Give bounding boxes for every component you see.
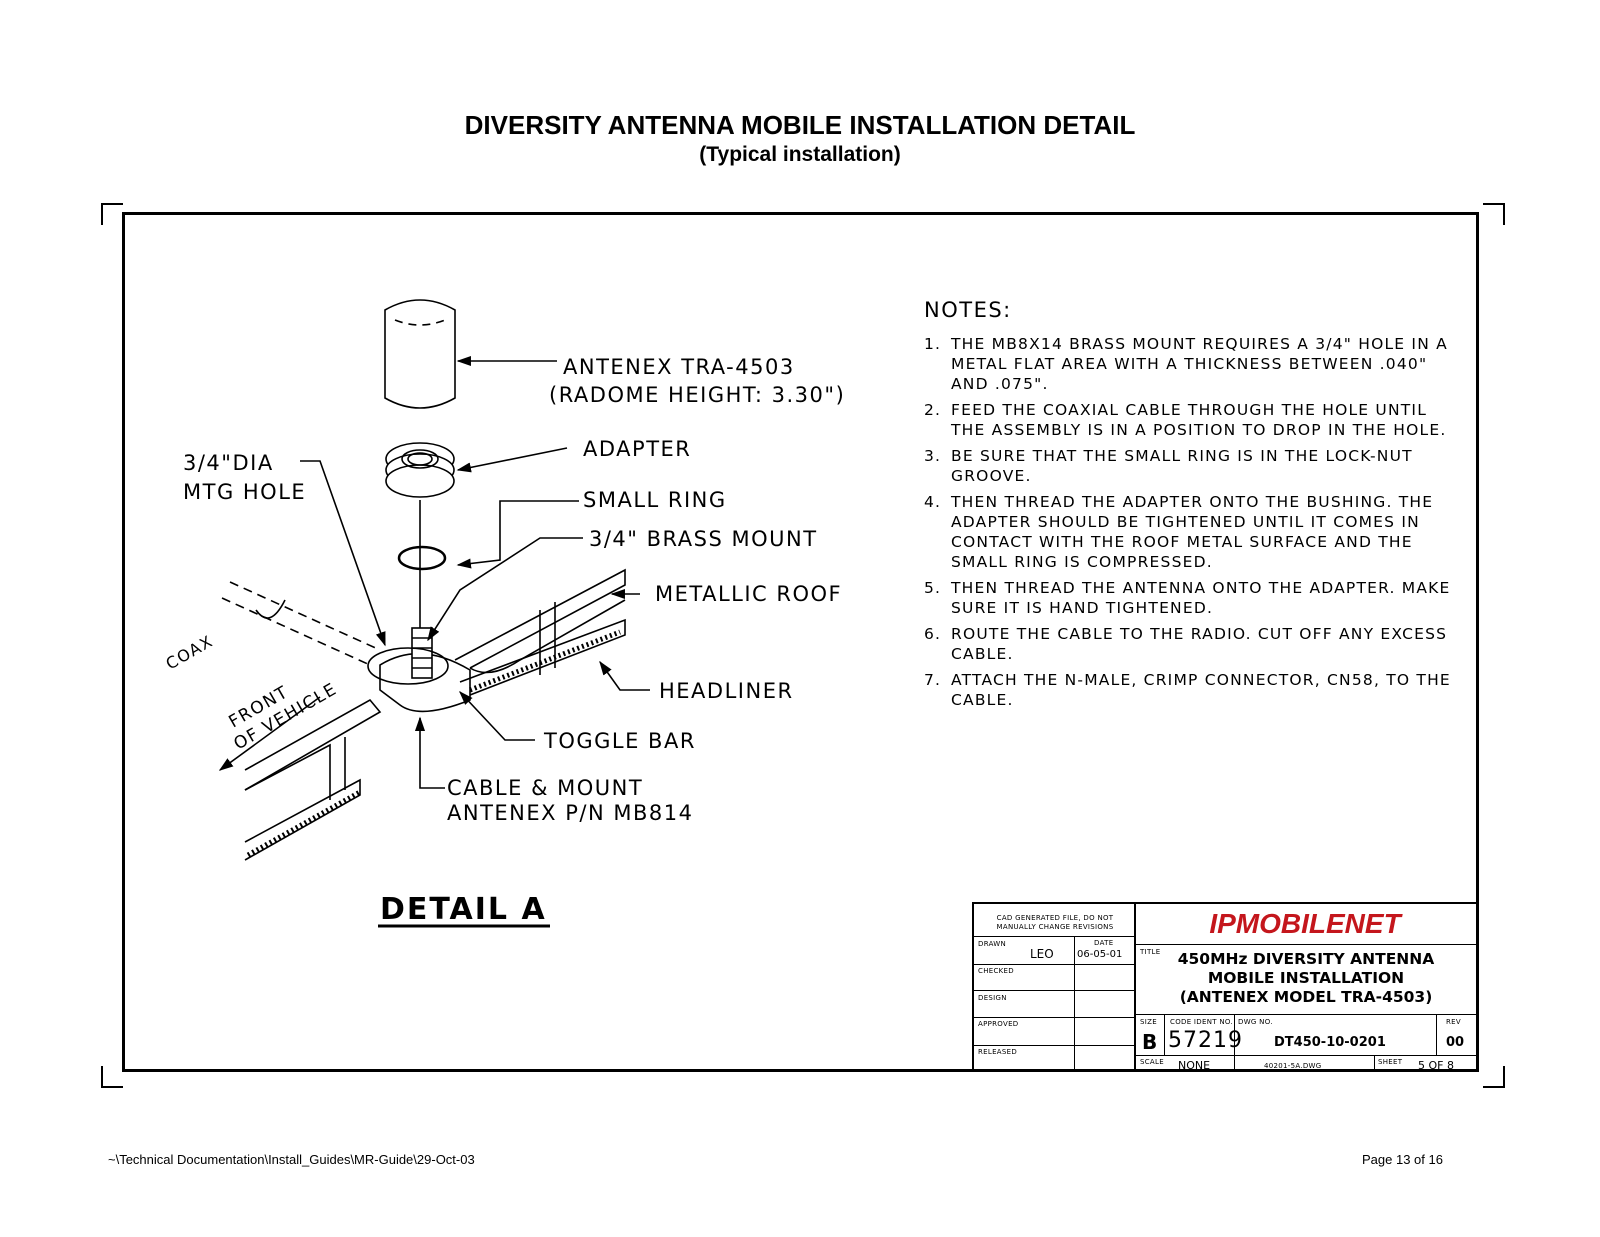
label-part-number: ANTENEX P/N MB814	[447, 801, 693, 825]
note-number: 3.	[924, 447, 942, 465]
label-radome-height: (RADOME HEIGHT: 3.30")	[549, 383, 845, 407]
note-number: 1.	[924, 335, 942, 353]
label-mtg-hole: MTG HOLE	[183, 480, 306, 504]
code-ident-label: CODE IDENT NO.	[1170, 1018, 1233, 1026]
note-number: 2.	[924, 401, 942, 419]
note-item: 5. THEN THREAD THE ANTENNA ONTO THE ADAPT…	[924, 578, 1464, 618]
notes-list: 1. THE MB8X14 BRASS MOUNT REQUIRES A 3/4"…	[924, 334, 1464, 710]
note-item: 1. THE MB8X14 BRASS MOUNT REQUIRES A 3/4"…	[924, 334, 1464, 394]
document-subtitle: (Typical installation)	[699, 143, 901, 166]
note-text: THEN THREAD THE ANTENNA ONTO THE ADAPTER…	[951, 579, 1451, 617]
note-text: BE SURE THAT THE SMALL RING IS IN THE LO…	[951, 447, 1413, 485]
label-antenna: ANTENEX TRA-4503	[563, 355, 795, 379]
dwg-no-label: DWG NO.	[1238, 1018, 1273, 1026]
label-toggle-bar: TOGGLE BAR	[543, 729, 696, 753]
brass-mount-drawing	[367, 627, 471, 713]
cad-notice: CAD GENERATED FILE, DO NOT MANUALLY CHAN…	[996, 914, 1114, 931]
design-label: DESIGN	[978, 994, 1007, 1002]
notes-section: NOTES: 1. THE MB8X14 BRASS MOUNT REQUIRES…	[924, 300, 1464, 716]
drawing-frame	[122, 212, 1479, 1072]
approved-label: APPROVED	[978, 1020, 1019, 1028]
revision: 00	[1446, 1035, 1465, 1050]
crop-mark-bottom-left	[101, 1066, 123, 1088]
vehicle-front-drawing	[244, 698, 382, 861]
footer-page-number: Page 13 of 16	[1362, 1152, 1443, 1167]
note-number: 7.	[924, 671, 942, 689]
label-brass-mount: 3/4" BRASS MOUNT	[589, 527, 818, 551]
note-text: ATTACH THE N-MALE, CRIMP CONNECTOR, CN58…	[951, 671, 1451, 709]
date-label: DATE	[1094, 939, 1114, 947]
footer-path: ~\Technical Documentation\Install_Guides…	[108, 1152, 475, 1167]
code-ident: 57219	[1168, 1028, 1243, 1053]
drawing-title-line1: 450MHz DIVERSITY ANTENNA	[1177, 950, 1435, 968]
drawn-label: DRAWN	[978, 940, 1007, 948]
crop-mark-bottom-right	[1483, 1066, 1505, 1088]
note-item: 4. THEN THREAD THE ADAPTER ONTO THE BUSHI…	[924, 492, 1464, 572]
drawn-by: LEO	[1030, 947, 1054, 961]
note-text: ROUTE THE CABLE TO THE RADIO. CUT OFF AN…	[951, 625, 1448, 663]
adapter-drawing	[385, 442, 455, 498]
notes-title: NOTES:	[924, 298, 1012, 322]
label-headliner: HEADLINER	[659, 679, 794, 703]
note-number: 4.	[924, 493, 942, 511]
title-block: CAD GENERATED FILE, DO NOT MANUALLY CHAN…	[972, 902, 1476, 1072]
drawn-date: 06-05-01	[1077, 949, 1123, 960]
size-label: SIZE	[1140, 1018, 1157, 1026]
label-adapter: ADAPTER	[583, 437, 691, 461]
crop-mark-top-right	[1483, 203, 1505, 225]
sheet-size: B	[1142, 1030, 1158, 1054]
dwg-file: 40201-5A.DWG	[1264, 1062, 1322, 1070]
company-logo: IPMOBILENET	[1209, 908, 1401, 939]
note-number: 5.	[924, 579, 942, 597]
note-number: 6.	[924, 625, 942, 643]
sheet-label: SHEET	[1378, 1058, 1403, 1066]
document-title: DIVERSITY ANTENNA MOBILE INSTALLATION DE…	[464, 110, 1136, 140]
drawing-title-line2: MOBILE INSTALLATION	[1207, 969, 1405, 987]
title-label: TITLE	[1140, 948, 1161, 956]
metallic-roof-drawing	[454, 568, 626, 696]
scale: NONE	[1178, 1059, 1211, 1072]
drawing-title-line3: (ANTENEX MODEL TRA-4503)	[1179, 988, 1433, 1006]
checked-label: CHECKED	[978, 967, 1014, 975]
small-ring-drawing	[397, 545, 447, 571]
label-coax: COAX	[163, 631, 217, 673]
note-text: FEED THE COAXIAL CABLE THROUGH THE HOLE …	[951, 401, 1447, 439]
drawing-number: DT450-10-0201	[1274, 1035, 1386, 1050]
note-item: 2. FEED THE COAXIAL CABLE THROUGH THE HOL…	[924, 400, 1464, 440]
scale-label: SCALE	[1140, 1058, 1164, 1066]
label-cable-mount: CABLE & MOUNT	[447, 776, 643, 800]
radome-drawing	[384, 299, 456, 409]
rev-label: REV	[1446, 1018, 1461, 1026]
note-item: 6. ROUTE THE CABLE TO THE RADIO. CUT OFF …	[924, 624, 1464, 664]
note-item: 3. BE SURE THAT THE SMALL RING IS IN THE …	[924, 446, 1464, 486]
released-label: RELEASED	[978, 1048, 1018, 1056]
coax-drawing	[221, 581, 381, 666]
detail-label: DETAIL A	[380, 892, 547, 927]
note-item: 7. ATTACH THE N-MALE, CRIMP CONNECTOR, CN…	[924, 670, 1464, 710]
note-text: THEN THREAD THE ADAPTER ONTO THE BUSHING…	[951, 493, 1434, 571]
crop-mark-top-left	[101, 203, 123, 225]
label-small-ring: SMALL RING	[583, 488, 727, 512]
label-metallic-roof: METALLIC ROOF	[655, 582, 842, 606]
label-hole-dia: 3/4"DIA	[183, 451, 274, 475]
sheet-number: 5 OF 8	[1418, 1059, 1454, 1072]
note-text: THE MB8X14 BRASS MOUNT REQUIRES A 3/4" H…	[951, 335, 1448, 393]
